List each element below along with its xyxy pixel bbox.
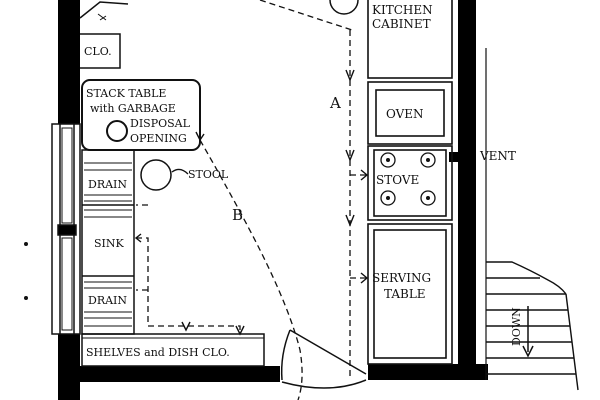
drain-top-label: DRAIN: [88, 178, 127, 191]
stool-label: STOOL: [188, 168, 229, 181]
marker-dot: [24, 296, 28, 300]
serving-label-1: SERVING: [372, 271, 431, 285]
right-wall: [458, 0, 476, 372]
stove-burners: [380, 152, 436, 206]
garbage-opening: [106, 120, 128, 142]
stack-table-label-4: OPENING: [130, 132, 187, 145]
stack-table: [81, 79, 201, 151]
route-b-path: [199, 139, 303, 400]
vent-block: [449, 152, 459, 162]
labels: KITCHEN CABINET CLO. STACK TABLE with GA…: [84, 3, 523, 359]
route-stove: [350, 174, 366, 279]
route-arrowheads: [134, 69, 369, 336]
stove-inner: [373, 149, 447, 217]
vent-label: VENT: [479, 149, 516, 163]
left-wall-upper: [58, 0, 80, 124]
down-label: DOWN: [510, 307, 523, 346]
stack-table-label-2: with GARBAGE: [90, 102, 176, 115]
drain-hatch: [84, 162, 132, 327]
window: [51, 123, 81, 335]
drain-bottom-label: DRAIN: [88, 294, 127, 307]
serving-inner: [373, 229, 447, 359]
stairs: [486, 261, 579, 391]
bottom-door: [280, 329, 367, 389]
serving-table: [367, 223, 453, 365]
top-circle: [329, 0, 359, 15]
stove-label: STOVE: [376, 173, 419, 187]
route-sink: [136, 237, 241, 334]
kitchen-cabinet-label-2: CABINET: [372, 17, 431, 31]
walls: [58, 0, 488, 400]
closet-label: CLO.: [84, 45, 112, 58]
sink-label: SINK: [94, 237, 125, 250]
marker-dot: [24, 242, 28, 246]
shelves-label: SHELVES and DISH CLO.: [86, 346, 230, 359]
route-b-label: B: [232, 206, 243, 224]
serving-label-2: TABLE: [384, 287, 426, 301]
route-sink-drain: [136, 204, 148, 291]
burner-icon: [380, 152, 396, 168]
down-arrow-icon: [522, 306, 534, 358]
stove: [367, 145, 453, 221]
burner-icon: [420, 190, 436, 206]
kitchen-cabinet-label-1: KITCHEN: [372, 3, 433, 17]
route-top: [259, 0, 353, 31]
right-counters: [367, 0, 453, 365]
oven-label: OVEN: [386, 107, 424, 121]
routes: [136, 0, 366, 400]
stack-table-label-3: DISPOSAL: [130, 117, 191, 130]
oven-inner: [375, 89, 445, 137]
bottom-wall: [58, 366, 280, 382]
shelves: [81, 333, 265, 367]
burner-icon: [420, 152, 436, 168]
burner-icon: [380, 190, 396, 206]
route-a-label: A: [329, 94, 341, 112]
closet-door: [79, 1, 129, 21]
stack-table-label-1: STACK TABLE: [86, 87, 166, 100]
kitchen-cabinet: [367, 0, 453, 79]
stool-leader: [171, 168, 189, 175]
stool-icon: [140, 159, 172, 191]
closet-box: [80, 33, 121, 69]
oven: [367, 81, 453, 145]
